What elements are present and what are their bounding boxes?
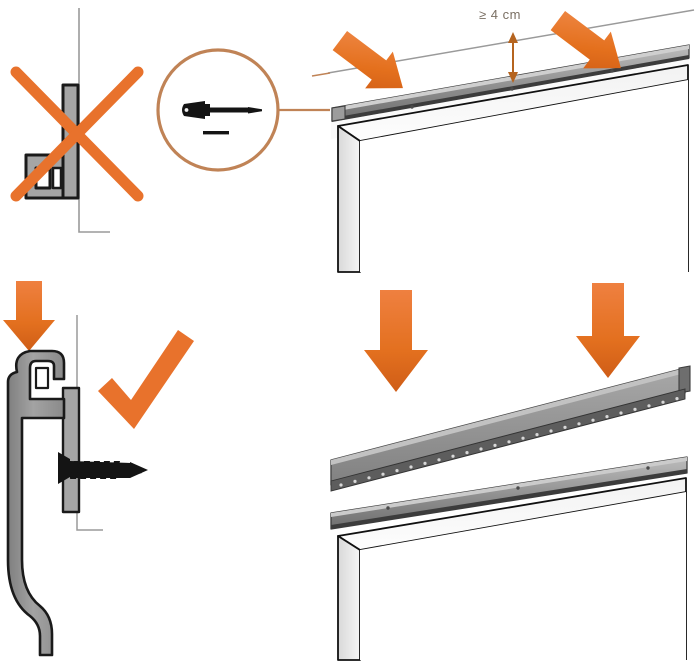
cross-mark-incorrect bbox=[10, 66, 144, 202]
panel-cassette-install bbox=[330, 283, 691, 661]
window-opening-reveal-lower bbox=[337, 477, 687, 661]
fixing-screw bbox=[58, 452, 148, 484]
panel-correct-mounting bbox=[3, 281, 194, 657]
panel-incorrect-mounting bbox=[10, 8, 144, 233]
installed-rail-lower bbox=[330, 456, 688, 530]
cassette-drop-arrow-right bbox=[576, 283, 640, 378]
panel-screwdriver-callout bbox=[156, 48, 330, 172]
cassette-box bbox=[330, 365, 691, 492]
panel-rail-mounting bbox=[311, 9, 695, 273]
wall-guide-line-lower bbox=[76, 315, 103, 531]
cassette-perforations bbox=[339, 397, 679, 487]
reference-tick-left bbox=[311, 72, 331, 77]
mounting-bracket bbox=[61, 386, 81, 514]
wall-guide-line bbox=[78, 8, 110, 233]
cassette-drop-arrow-left bbox=[364, 290, 428, 392]
window-profile-correct bbox=[6, 349, 66, 657]
callout-dash-mark bbox=[203, 131, 229, 135]
rail-push-arrow-right bbox=[550, 10, 621, 69]
clearance-dimension-arrow bbox=[508, 32, 518, 83]
min-clearance-label: ≥ 4 cm bbox=[479, 7, 521, 22]
screwdriver-icon bbox=[182, 101, 262, 119]
check-mark-correct bbox=[98, 330, 194, 429]
window-opening-reveal bbox=[337, 64, 689, 273]
install-direction-arrow-left bbox=[3, 281, 55, 351]
rail-push-arrow-left bbox=[332, 30, 403, 89]
